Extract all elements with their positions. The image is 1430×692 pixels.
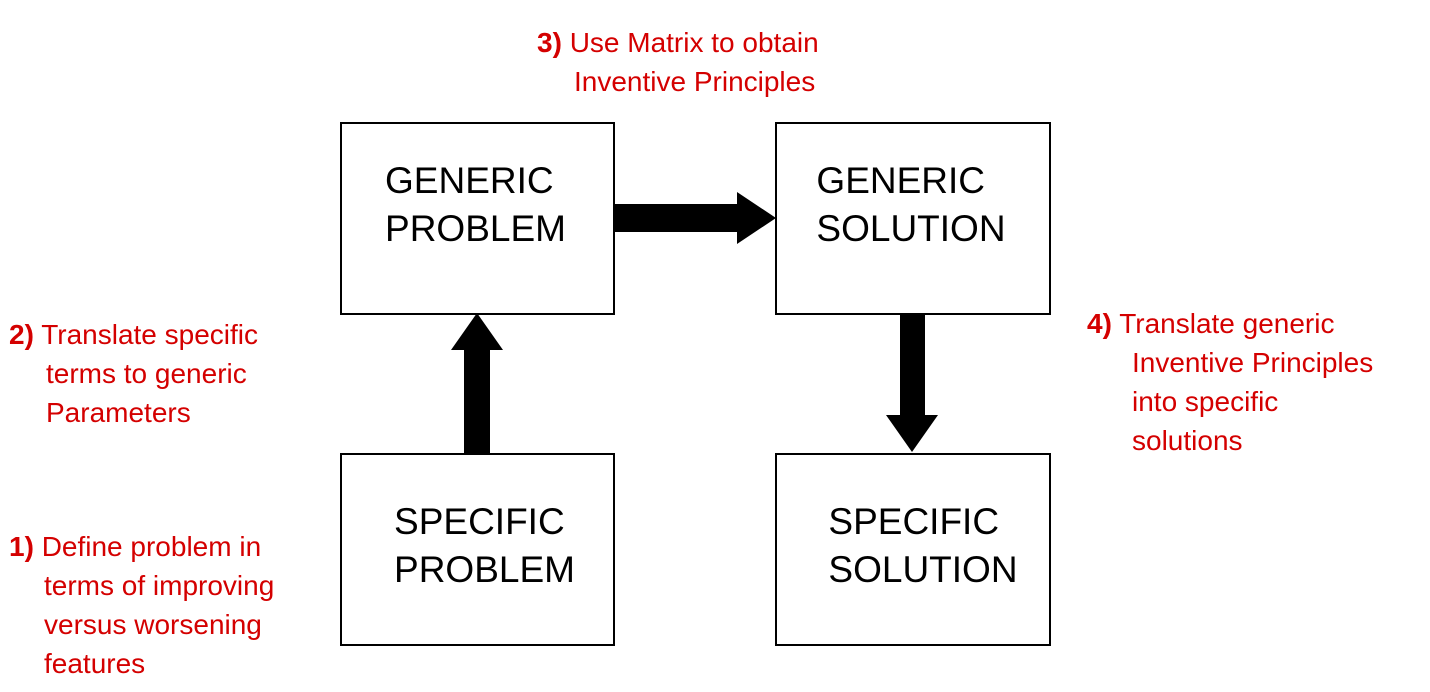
specific-solution-box: SPECIFIC SOLUTION xyxy=(775,453,1051,646)
specific-solution-label: SPECIFIC SOLUTION xyxy=(828,498,1017,594)
step-1-text-1: Define problem in xyxy=(41,531,262,562)
generic-solution-label: GENERIC SOLUTION xyxy=(816,157,1005,253)
generic-solution-line-2: SOLUTION xyxy=(816,207,1006,249)
specific-solution-line-1: SPECIFIC xyxy=(828,500,1000,542)
arrow-right-problem-to-solution xyxy=(614,192,776,244)
step-4-text-1: Translate generic xyxy=(1119,308,1335,339)
step-4-line-4: solutions xyxy=(1132,425,1243,456)
step-4-line-1: 4) Translate generic xyxy=(1087,304,1373,343)
step-1-line-1: 1) Define problem in xyxy=(9,527,274,566)
step-2-line-2: terms to generic xyxy=(46,358,247,389)
specific-problem-line-2: PROBLEM xyxy=(394,548,575,590)
specific-solution-line-2: SOLUTION xyxy=(828,548,1018,590)
step-2-annotation: 2) Translate specific terms to generic P… xyxy=(9,315,258,432)
step-1-line-2: terms of improving xyxy=(44,570,275,601)
generic-solution-box: GENERIC SOLUTION xyxy=(775,122,1051,315)
step-1-annotation: 1) Define problem in terms of improving … xyxy=(9,527,274,683)
step-4-annotation: 4) Translate generic Inventive Principle… xyxy=(1087,304,1373,460)
step-4-line-2: Inventive Principles xyxy=(1132,347,1374,378)
step-3-text-1: Use Matrix to obtain xyxy=(569,27,819,58)
specific-problem-box: SPECIFIC PROBLEM xyxy=(340,453,615,646)
specific-problem-line-1: SPECIFIC xyxy=(394,500,565,542)
generic-problem-label: GENERIC PROBLEM xyxy=(385,157,566,253)
arrow-up-specific-to-generic-problem xyxy=(451,313,503,453)
step-1-line-4: features xyxy=(44,648,146,679)
step-2-line-3: Parameters xyxy=(46,397,191,428)
generic-problem-line-1: GENERIC xyxy=(385,159,554,201)
generic-problem-box: GENERIC PROBLEM xyxy=(340,122,615,315)
step-3-line-1: 3) Use Matrix to obtain xyxy=(537,23,819,62)
step-3-line-2: Inventive Principles xyxy=(574,66,816,97)
step-2-number: 2) xyxy=(9,319,34,350)
step-3-annotation: 3) Use Matrix to obtain Inventive Princi… xyxy=(537,23,819,101)
step-1-number: 1) xyxy=(9,531,34,562)
step-1-line-3: versus worsening xyxy=(44,609,262,640)
generic-solution-line-1: GENERIC xyxy=(816,159,985,201)
arrow-down-generic-to-specific-solution xyxy=(886,315,938,452)
step-4-number: 4) xyxy=(1087,308,1112,339)
generic-problem-line-2: PROBLEM xyxy=(385,207,566,249)
step-3-number: 3) xyxy=(537,27,562,58)
step-4-line-3: into specific xyxy=(1132,386,1279,417)
step-2-text-1: Translate specific xyxy=(41,319,259,350)
step-2-line-1: 2) Translate specific xyxy=(9,315,258,354)
specific-problem-label: SPECIFIC PROBLEM xyxy=(394,498,575,594)
